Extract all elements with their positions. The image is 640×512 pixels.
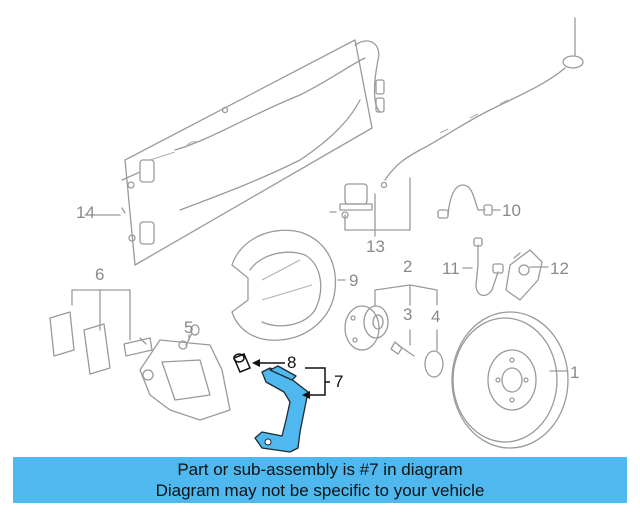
callout-9: 9 [349,271,359,290]
abs-sensor-cable [384,17,584,181]
callout-leader-lines [71,177,569,372]
part-5-brake-caliper[interactable] [139,324,231,421]
part-12-sensor-housing[interactable] [505,249,543,301]
callout-13: 13 [366,237,385,256]
part-2-wheel-hub[interactable] [344,305,389,351]
callout-2: 2 [403,257,413,276]
part-info-banner: Part or sub-assembly is #7 in diagram Di… [13,457,627,503]
callout-6: 6 [95,265,105,284]
part-11-sensor[interactable] [473,237,504,297]
part-10-wheel-speed-sensor[interactable] [437,184,493,219]
banner-part-line: Part or sub-assembly is #7 in diagram [177,460,463,479]
part-8-guide-bushing[interactable] [233,353,251,373]
part-13-sensor-connector[interactable] [329,181,388,219]
callout-3: 3 [403,305,413,324]
callout-14: 14 [76,203,95,222]
callout-11: 11 [442,259,460,278]
part-1-brake-disc[interactable] [451,311,569,449]
callout-7: 7 [334,372,344,391]
part-6-brake-pads[interactable] [49,311,153,375]
part-4-retaining-ring[interactable] [424,350,444,378]
callout-10: 10 [502,201,521,220]
part-3-hub-bolt[interactable] [390,341,415,357]
part-14-wire-harness[interactable] [121,39,385,266]
callout-1: 1 [570,363,580,382]
callout-12: 12 [550,259,569,278]
callout-4: 4 [431,307,441,326]
callout-8: 8 [287,353,297,372]
banner-disclaimer-line: Diagram may not be specific to your vehi… [155,481,485,500]
callout-7-8-leaders [252,359,330,399]
callout-5: 5 [184,318,194,337]
part-9-backing-plate[interactable] [231,229,337,341]
part-7-caliper-bracket[interactable] [254,365,309,453]
